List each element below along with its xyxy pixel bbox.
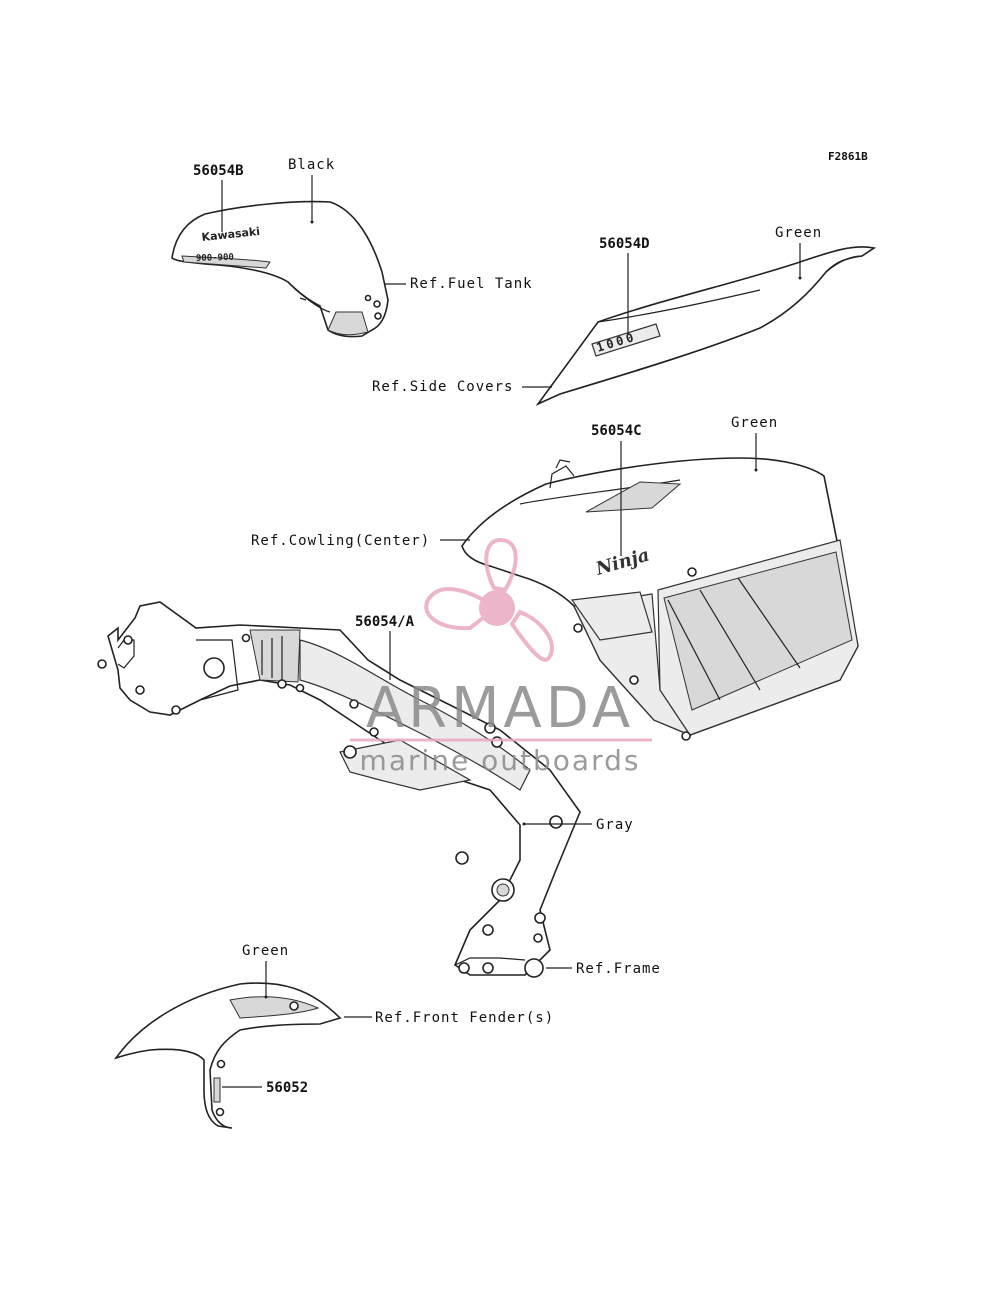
figure-code: F2861B (828, 150, 868, 163)
part-56052: 56052 (266, 1080, 308, 1096)
label-black: Black (288, 157, 335, 173)
frame-part (97, 601, 581, 978)
label-gray: Gray (596, 817, 634, 833)
part-56054a: 56054/A (355, 614, 415, 630)
fuel-tank-part (171, 200, 389, 338)
ref-fuel-tank: Ref.Fuel Tank (410, 276, 533, 292)
part-56054b: 56054B (193, 163, 244, 179)
front-fender-part (113, 982, 342, 1129)
ref-front-fender: Ref.Front Fender(s) (375, 1010, 554, 1026)
cowling-part (461, 457, 859, 741)
part-56054d: 56054D (599, 236, 650, 252)
label-green-top: Green (775, 225, 822, 241)
ref-cowling-center: Ref.Cowling(Center) (251, 533, 430, 549)
part-56054c: 56054C (591, 423, 642, 439)
label-green-mid: Green (731, 415, 778, 431)
side-cover-part (535, 246, 877, 406)
ref-side-covers: Ref.Side Covers (372, 379, 513, 395)
tank-model-decal: 900-900 (196, 253, 234, 264)
propeller-icon (424, 537, 554, 662)
watermark: ARMADA marine outboards (350, 537, 652, 777)
tank-brand-decal: Kawasaki (201, 225, 261, 244)
watermark-tagline: marine outboards (360, 744, 641, 777)
side-cover-number-decal (591, 323, 661, 357)
label-green-bottom: Green (242, 943, 289, 959)
ref-frame: Ref.Frame (576, 961, 661, 977)
watermark-brand: ARMADA (366, 676, 634, 741)
